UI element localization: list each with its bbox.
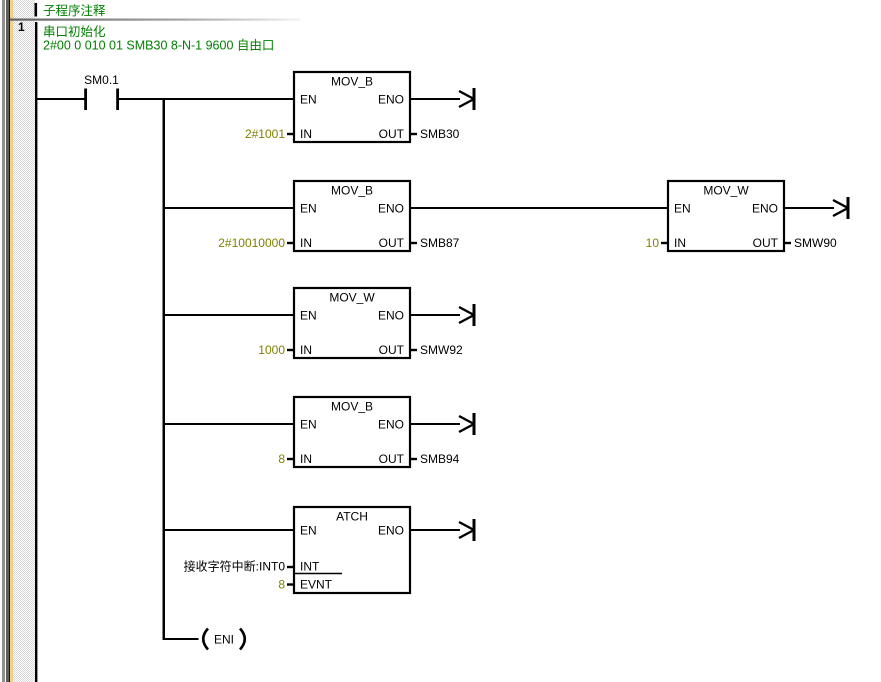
instruction-box-movb-smb94[interactable]: MOV_B EN ENO IN OUT 8 SMB94 <box>278 395 460 469</box>
in-operand[interactable]: 2#10010000 <box>218 236 285 250</box>
arrow-row5 <box>410 519 476 541</box>
instruction-box-movb-smb30[interactable]: MOV_B EN ENO IN OUT 2#1001 SMB30 <box>245 70 460 144</box>
pin-in: IN <box>300 236 312 250</box>
out-operand[interactable]: SMB30 <box>420 127 460 141</box>
pin-evnt: EVNT <box>300 578 333 592</box>
arrow-row1 <box>410 88 476 110</box>
int-operand[interactable]: 接收字符中断:INT0 <box>184 559 286 574</box>
out-operand[interactable]: SMB94 <box>420 452 460 466</box>
pin-eno: ENO <box>378 202 404 216</box>
header-separator <box>10 18 300 21</box>
contact-bar-left <box>84 88 87 110</box>
in-operand[interactable]: 2#1001 <box>245 127 285 141</box>
network-number: 1 <box>18 20 25 34</box>
pin-en: EN <box>300 524 317 538</box>
box-outline <box>292 286 412 360</box>
margin-yellow-strip <box>10 0 13 682</box>
contact-bar-right <box>116 88 119 110</box>
pin-in: IN <box>300 343 312 357</box>
pin-eno: ENO <box>378 524 404 538</box>
pin-eno: ENO <box>378 309 404 323</box>
arrow-row3 <box>410 304 476 326</box>
coil-label[interactable]: ENI <box>214 633 234 647</box>
box-title: MOV_W <box>703 184 749 198</box>
coil-eni[interactable]: ENI <box>201 627 247 651</box>
pin-out: OUT <box>753 236 779 250</box>
power-rail <box>35 22 38 682</box>
pin-out: OUT <box>379 127 405 141</box>
pin-eno: ENO <box>378 418 404 432</box>
splitter-band-dark <box>6 0 9 682</box>
pin-en: EN <box>300 418 317 432</box>
out-operand[interactable]: SMW92 <box>420 343 463 357</box>
network-margin-column <box>13 0 35 682</box>
left-splitter-handle[interactable] <box>2 0 10 682</box>
box-outline <box>292 179 412 253</box>
pin-out: OUT <box>379 452 405 466</box>
box-outline <box>292 395 412 469</box>
pin-in: IN <box>674 236 686 250</box>
in-operand[interactable]: 10 <box>646 236 660 250</box>
network-comment-detail[interactable]: 2#00 0 010 01 SMB30 8-N-1 9600 自由口 <box>43 39 274 53</box>
box-title: ATCH <box>336 510 368 524</box>
pin-in: IN <box>300 127 312 141</box>
pin-out: OUT <box>379 236 405 250</box>
wires <box>36 97 669 641</box>
splitter-highlight <box>5 0 6 682</box>
network-comment-title[interactable]: 串口初始化 <box>43 25 106 39</box>
box-title: MOV_B <box>331 75 373 89</box>
box-outline <box>666 179 786 253</box>
box-outline <box>292 505 412 595</box>
arrow-row2 <box>784 197 850 219</box>
coil-paren-right <box>238 627 247 651</box>
pin-int: INT <box>300 560 320 574</box>
out-operand[interactable]: SMW90 <box>794 236 837 250</box>
out-operand[interactable]: SMB87 <box>420 236 460 250</box>
pin-en: EN <box>300 309 317 323</box>
evnt-operand[interactable]: 8 <box>278 578 285 592</box>
pin-en: EN <box>300 202 317 216</box>
pin-eno: ENO <box>752 202 778 216</box>
pin-en: EN <box>300 93 317 107</box>
pin-en: EN <box>674 202 691 216</box>
comment-marker-bar <box>34 3 38 17</box>
box-title: MOV_B <box>331 184 373 198</box>
coil-paren-left <box>201 627 210 651</box>
splitter-edge <box>9 0 10 682</box>
box-outline <box>292 70 412 144</box>
pin-eno: ENO <box>378 93 404 107</box>
pin-in: IN <box>300 452 312 466</box>
instruction-box-movb-smb87[interactable]: MOV_B EN ENO IN OUT 2#10010000 SMB87 <box>218 179 460 253</box>
contact-sm01[interactable]: SM0.1 <box>84 73 119 110</box>
instruction-box-atch[interactable]: ATCH EN ENO INT 接收字符中断:INT0 EVNT 8 <box>184 505 412 595</box>
pin-out: OUT <box>379 343 405 357</box>
contact-operand[interactable]: SM0.1 <box>84 73 119 87</box>
pou-comment-title[interactable]: 子程序注释 <box>43 3 106 18</box>
box-title: MOV_W <box>329 291 375 305</box>
in-operand[interactable]: 8 <box>278 452 285 466</box>
arrow-row4 <box>410 413 476 435</box>
splitter-band-light <box>2 0 5 682</box>
open-wire-arrows <box>410 88 850 541</box>
instruction-box-movw-smw90[interactable]: MOV_W EN ENO IN OUT 10 SMW90 <box>646 179 837 253</box>
instruction-box-movw-smw92[interactable]: MOV_W EN ENO IN OUT 1000 SMW92 <box>258 286 463 360</box>
in-operand[interactable]: 1000 <box>258 343 285 357</box>
box-title: MOV_B <box>331 400 373 414</box>
